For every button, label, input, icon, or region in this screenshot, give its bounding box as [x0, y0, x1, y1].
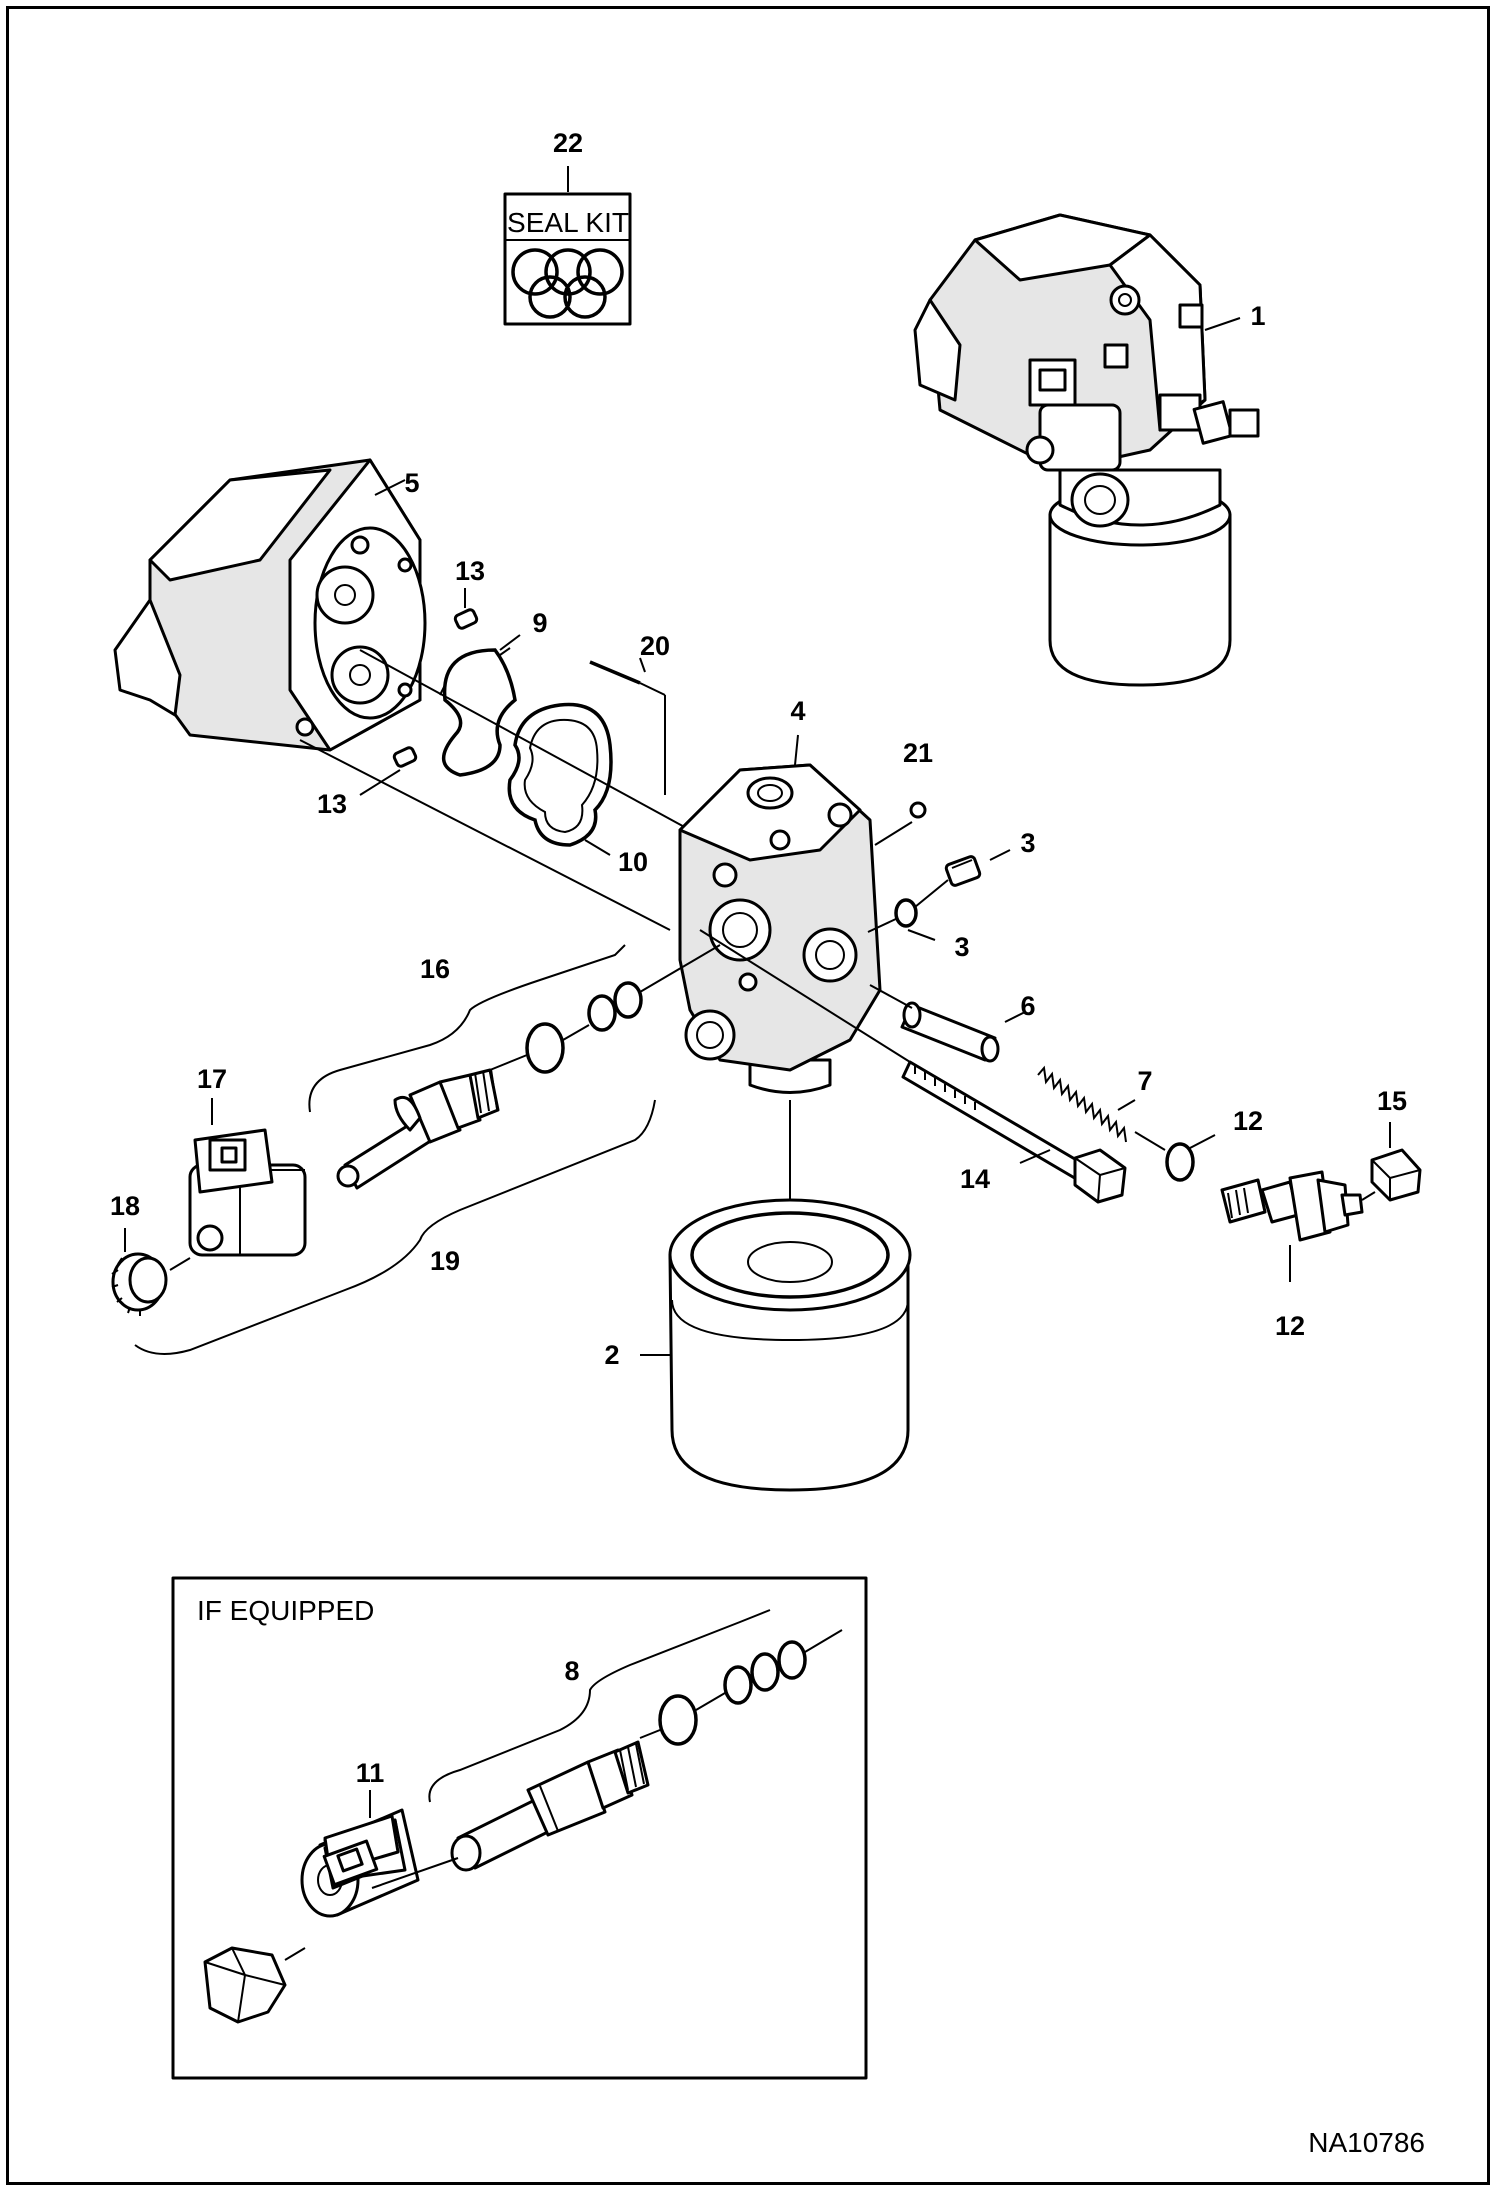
- callout-17: 17: [197, 1064, 227, 1094]
- callout-12-elbow: 12: [1275, 1311, 1305, 1341]
- roll-pin-20: [589, 657, 646, 685]
- callout-3-plug: 3: [1020, 828, 1035, 858]
- bolt-14: [901, 1060, 1127, 1204]
- if-equipped-inset: IF EQUIPPED 8: [171, 1576, 868, 2080]
- assembled-pump-filter: [913, 213, 1260, 687]
- plug-3: [944, 849, 1011, 887]
- callout-3-oring: 3: [954, 932, 969, 962]
- dowel-pin-upper: [453, 588, 479, 630]
- nut-11: [203, 1857, 459, 2024]
- o-rings-8: [639, 1629, 843, 1746]
- callout-16: 16: [420, 954, 450, 984]
- callout-18: 18: [110, 1191, 140, 1221]
- callout-13-lower: 13: [317, 789, 347, 819]
- callout-1: 1: [1250, 301, 1265, 331]
- callout-19: 19: [430, 1246, 460, 1276]
- inset-title: IF EQUIPPED: [197, 1595, 374, 1626]
- bracket-19: [134, 1099, 656, 1355]
- callout-14: 14: [960, 1164, 990, 1194]
- seal-kit-label: SEAL KIT: [507, 207, 629, 238]
- callout-11: 11: [356, 1758, 385, 1788]
- gasket-10: [507, 702, 613, 856]
- filter-element-2: [640, 1100, 912, 1492]
- assembly-line-bolt: [699, 929, 911, 1063]
- drawing-id: NA10786: [1308, 2127, 1425, 2158]
- seal-kit: 22 SEAL KIT: [503, 128, 632, 326]
- callout-12-oring: 12: [1233, 1106, 1263, 1136]
- solenoid-coil-17: [188, 1098, 307, 1257]
- assembly-lines-upper: [299, 649, 691, 931]
- nut-15: [1361, 1122, 1422, 1202]
- callout-9: 9: [532, 608, 547, 638]
- callout-4: 4: [790, 696, 805, 726]
- callout-21: 21: [903, 738, 933, 768]
- spring-7: [1037, 1065, 1136, 1143]
- callout-13-upper: 13: [455, 556, 485, 586]
- callout-6: 6: [1020, 991, 1035, 1021]
- cartridge-valve-8: [450, 1740, 650, 1872]
- check-ball-21: [874, 801, 927, 846]
- callout-5: 5: [404, 468, 419, 498]
- callout-2: 2: [604, 1340, 619, 1370]
- seal-kit-orings-icon: [511, 248, 624, 319]
- o-ring-3: [867, 879, 949, 941]
- bracket-8: [428, 1609, 771, 1803]
- callout-10: 10: [618, 847, 648, 877]
- callout-7: 7: [1137, 1066, 1152, 1096]
- o-rings-16: [489, 944, 721, 1074]
- callout-15: 15: [1377, 1086, 1407, 1116]
- dowel-pin-lower: [359, 746, 418, 796]
- callout-20: 20: [640, 631, 670, 661]
- nut-18: [111, 1228, 191, 1316]
- callout-22: 22: [553, 128, 583, 158]
- filter-housing: [678, 734, 882, 1094]
- o-ring-12: [1134, 1131, 1216, 1182]
- poppet-6: [900, 1001, 1026, 1063]
- cartridge-valve-16: [336, 1068, 500, 1190]
- seal-9: [439, 634, 521, 777]
- gear-pump: [113, 458, 427, 752]
- solenoid-coil-11: [300, 1790, 420, 1918]
- bracket-16: [308, 944, 626, 1113]
- callout-8: 8: [564, 1656, 579, 1686]
- elbow-fitting-12: [1220, 1170, 1364, 1282]
- assembly-line-poppet: [869, 984, 913, 1009]
